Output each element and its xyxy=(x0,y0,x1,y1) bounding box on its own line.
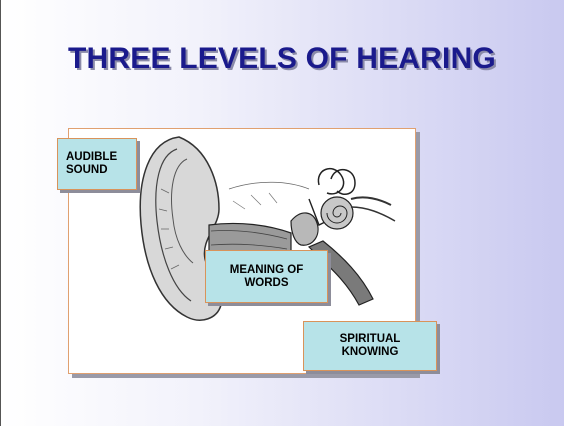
label-audible-sound: AUDIBLE SOUND xyxy=(57,138,137,190)
slide-title: THREE LEVELS OF HEARING xyxy=(0,42,564,76)
label-spiritual-knowing: SPIRITUAL KNOWING xyxy=(303,321,437,371)
label-audible-sound-text: AUDIBLE SOUND xyxy=(58,151,117,177)
label-meaning-of-words: MEANING OF WORDS xyxy=(205,250,328,303)
label-spiritual-knowing-text: SPIRITUAL KNOWING xyxy=(340,333,401,359)
label-meaning-of-words-text: MEANING OF WORDS xyxy=(230,264,303,290)
